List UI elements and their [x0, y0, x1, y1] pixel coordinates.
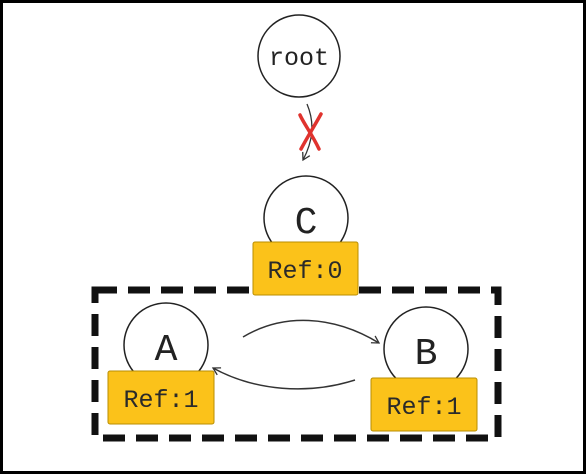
node-c: C Ref:0	[252, 175, 359, 296]
reference-count-diagram: root C Ref:0 A Ref:1 B	[91, 14, 502, 442]
node-a-ref-text: Ref:1	[123, 386, 198, 415]
x-mark-icon	[298, 112, 323, 151]
node-root: root	[257, 14, 341, 98]
node-a-label: A	[155, 329, 178, 372]
node-b-ref-badge	[370, 377, 478, 432]
node-b: B Ref:1	[370, 306, 478, 432]
node-b-label: B	[415, 333, 438, 376]
node-a-ref-badge	[107, 370, 215, 425]
edge-root-to-c	[298, 103, 323, 162]
node-c-ref-text: Ref:0	[267, 257, 342, 286]
edge-b-to-a	[211, 367, 356, 390]
node-c-ref-badge	[252, 241, 359, 296]
node-root-circle	[257, 14, 341, 98]
node-b-ref-text: Ref:1	[386, 393, 461, 422]
node-a: A Ref:1	[107, 302, 215, 425]
node-root-label: root	[269, 44, 329, 73]
edge-a-to-b	[242, 319, 381, 344]
node-c-label: C	[295, 202, 318, 245]
